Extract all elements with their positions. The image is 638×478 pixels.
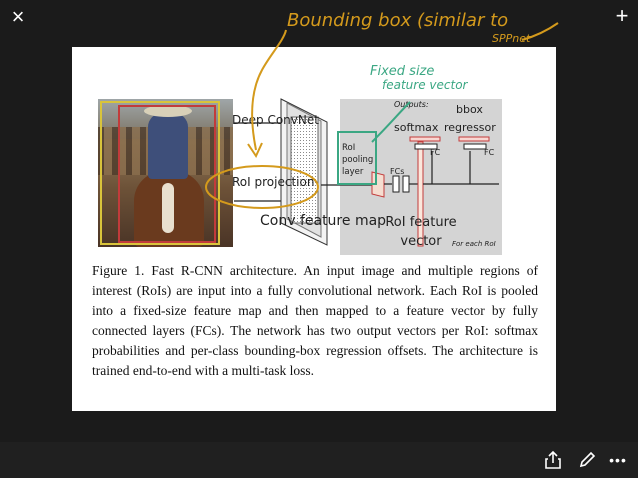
label-roi-pooling-layer: RoI pooling layer — [342, 143, 374, 177]
input-image — [98, 99, 233, 247]
plus-icon[interactable]: + — [615, 3, 629, 28]
figure-caption: Figure 1. Fast R-CNN architecture. An in… — [92, 263, 538, 378]
pencil-icon[interactable] — [576, 449, 598, 471]
conv-feature-map-text: Conv feature map — [260, 213, 387, 229]
handwriting-sppnet: SPPnet — [492, 32, 531, 45]
label-outputs: Outputs: — [394, 100, 429, 109]
figure-diagram: Deep ConvNet RoI projection Conv feature… — [72, 47, 556, 259]
photo-hat — [144, 105, 192, 117]
label-fcs: FCs — [390, 167, 405, 176]
document-page: Deep ConvNet RoI projection Conv feature… — [72, 47, 556, 411]
pencil-icon-graphic — [579, 451, 596, 468]
roi-projection-text: RoI projection — [232, 175, 315, 189]
handwriting-bounding-box: Bounding box (similar to — [287, 10, 509, 31]
deep-convnet-text: Deep ConvNet — [232, 113, 319, 127]
label-softmax: softmax — [394, 121, 439, 134]
more-icon[interactable]: ••• — [609, 452, 627, 468]
label-roi-projection: RoI projection — [232, 175, 314, 189]
label-conv-feature-map: Conv feature map — [260, 212, 386, 230]
label-fc-softmax: FC — [430, 148, 441, 157]
close-icon[interactable]: × — [11, 4, 25, 29]
handwriting-fixed-size: Fixed size — [370, 64, 435, 79]
label-deep-convnet: Deep ConvNet — [232, 113, 319, 127]
top-toolbar: × + — [0, 0, 638, 36]
share-icon-graphic — [545, 450, 561, 469]
photo-horse-blaze — [162, 183, 174, 233]
label-roi-feature-vector: RoI feature vector — [385, 215, 457, 249]
photo-rider — [148, 113, 188, 179]
label-fc-regressor: FC — [484, 148, 495, 157]
label-bbox: bbox — [456, 103, 483, 116]
share-icon[interactable] — [542, 449, 564, 471]
label-for-each-roi: For each RoI — [452, 240, 496, 248]
label-regressor: regressor — [444, 121, 496, 134]
handwriting-feature-vector: feature vector — [382, 78, 468, 92]
bottom-toolbar: ••• — [0, 442, 638, 478]
